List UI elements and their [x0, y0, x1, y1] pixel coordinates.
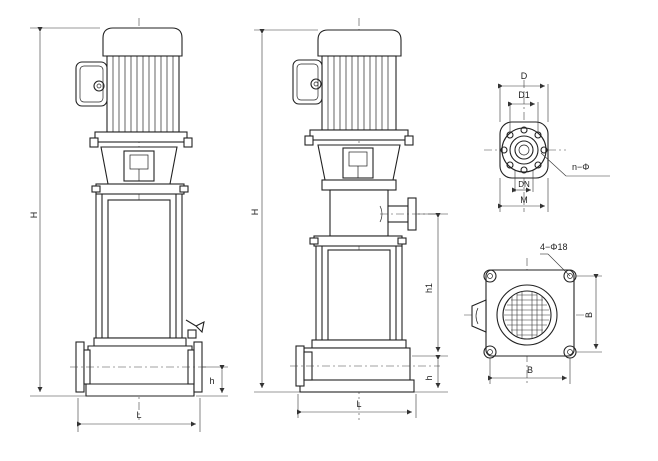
dim-label-h1: h1: [424, 283, 434, 293]
base-nozzle: [471, 299, 487, 333]
dim-label-B-vertical: B: [584, 312, 594, 318]
pump-casing-side: [327, 249, 391, 341]
dim-label-H-side: H: [250, 209, 260, 216]
flange-detail: D D1 DN M n−Φ: [484, 71, 610, 212]
outlet-head: [329, 189, 389, 237]
pump-side-view: [290, 18, 440, 420]
dim-label-h-left: h: [209, 376, 214, 386]
mounting-hole-icon: [483, 269, 497, 283]
pump-casing: [107, 199, 171, 339]
pump-front-view: [70, 18, 208, 420]
flange-plate: [499, 121, 549, 179]
dim-label-D1: D1: [518, 90, 530, 100]
motor-fins: [112, 56, 174, 132]
dim-label-holes: 4−Φ18: [540, 242, 567, 252]
vent-valve-icon: [185, 319, 205, 334]
dim-label-n-phi: n−Φ: [572, 162, 589, 172]
pump-front-dimensions: H L h: [29, 27, 228, 432]
base-plan-view: 4−Φ18 B B: [464, 242, 602, 384]
base-plate: [485, 269, 575, 357]
dim-label-DN: DN: [518, 180, 530, 189]
dim-label-H-left: H: [29, 212, 39, 219]
terminal-box-side: [292, 59, 323, 105]
dim-label-L-left: L: [136, 410, 141, 420]
dim-label-M: M: [520, 195, 528, 205]
dim-label-B-horizontal: B: [527, 365, 533, 375]
cable-gland-icon: [93, 80, 105, 92]
terminal-box: [75, 61, 108, 107]
motor-fan-cover: [102, 27, 183, 57]
dim-label-D: D: [521, 71, 528, 81]
motor-fan-cover-side: [317, 29, 402, 57]
pump-side-dimensions: H h1 h L: [250, 29, 448, 418]
dim-label-L-side: L: [356, 399, 361, 409]
dim-label-h-side: h: [424, 375, 434, 380]
motor-body-side: [321, 55, 397, 131]
